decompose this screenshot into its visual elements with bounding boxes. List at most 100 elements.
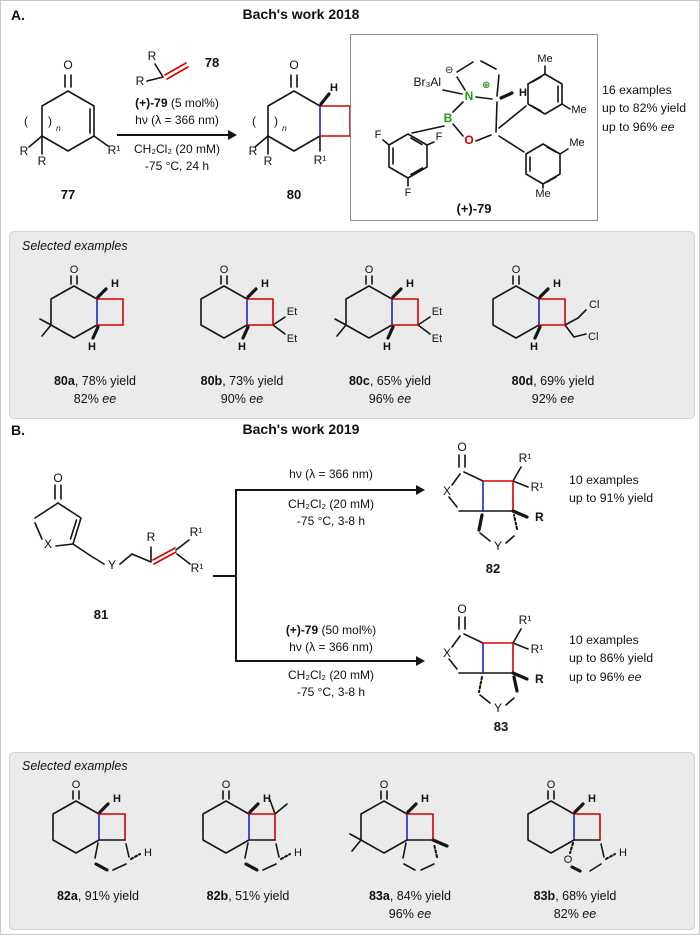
label-82: 82 — [485, 561, 501, 576]
structure-82b: O H H — [202, 779, 302, 872]
structure-80b: O H H Et Et — [200, 264, 297, 353]
ketone-O: O — [547, 779, 556, 791]
reaction-arrow-a — [117, 130, 237, 140]
stereo-H: H — [330, 82, 338, 94]
structure-83a: O H — [349, 779, 449, 871]
aryl-Me: Me — [571, 104, 586, 116]
caption-80c: 80c, 65% yield — [348, 374, 431, 388]
stats-b-bottom-line: up to 86% yield — [569, 651, 654, 666]
conditions-b-catalyst: (+)-79 — [285, 623, 319, 637]
stereo-H: H — [383, 341, 391, 353]
substituent-Cl: Cl — [588, 331, 598, 343]
minus-charge: ⊖ — [445, 65, 453, 76]
substituent-R1: R¹ — [531, 642, 544, 656]
ring-O: O — [564, 854, 573, 866]
label-77: 77 — [60, 187, 76, 202]
structure-81: O X Y R R¹ R¹ — [34, 471, 203, 575]
substituent-Cl: Cl — [589, 299, 599, 311]
ketone-O: O — [70, 264, 79, 276]
substituent-R: R — [147, 530, 156, 544]
bonds — [200, 275, 286, 339]
H-wedge — [499, 91, 514, 100]
stereo-H: H — [553, 278, 561, 290]
substituent-R1: R¹ — [519, 451, 532, 465]
caption-82b: 82b, 51% yield — [206, 889, 290, 903]
section-b-title: Bach's work 2019 — [242, 421, 360, 437]
substituent-Et: Et — [287, 306, 297, 318]
label-79: (+)-79 — [456, 201, 492, 216]
stereo-hash-bond — [568, 841, 575, 855]
structure-78-bonds — [146, 63, 164, 82]
substituent-R: R — [148, 49, 157, 63]
conditions-b-bottom-line1: (+)-79 (50 mol%) — [256, 623, 406, 637]
stereo-H: H — [406, 278, 414, 290]
ring-X: X — [44, 537, 52, 551]
H-hash — [129, 852, 142, 861]
structure-83: O X Y R¹ R¹ R — [443, 602, 544, 715]
cyclobutane-bonds — [248, 813, 276, 841]
plus-charge: ⊕ — [482, 80, 490, 91]
conditions-b-top-line3: -75 °C, 3-8 h — [296, 514, 366, 528]
ketone-O: O — [457, 602, 466, 616]
ring-O: O — [464, 133, 473, 147]
stats-a-line: up to 82% yield — [602, 101, 687, 116]
H-wedge — [319, 92, 331, 106]
stereo-H: H — [619, 847, 627, 859]
ring-paren-left: ( — [252, 114, 256, 128]
ketone-O: O — [365, 264, 374, 276]
cyclobutane-bonds — [391, 298, 419, 326]
conditions-b-top-line1: hν (λ = 366 nm) — [289, 467, 373, 481]
stereo-bold-bond — [477, 513, 484, 532]
aryl-F: F — [375, 129, 382, 141]
structure-83b: O H O H — [527, 779, 627, 873]
branch-connector — [213, 575, 237, 577]
structure-81-bonds — [34, 484, 191, 565]
stats-a-line: up to 96% ee — [602, 119, 675, 134]
reaction-arrow-b-top — [235, 485, 425, 495]
ketone-O: O — [380, 779, 389, 791]
bonds — [334, 275, 431, 339]
stats-b-bottom: 10 examples up to 86% yield up to 96% ee — [569, 631, 653, 686]
conditions-a-line2: hν (λ = 366 nm) — [135, 113, 219, 127]
ring-Y: Y — [494, 701, 502, 715]
R-wedge — [511, 671, 529, 681]
ring-paren-left: ( — [24, 114, 28, 128]
H-wedges — [386, 287, 403, 340]
cyclobutane-bonds — [482, 480, 514, 512]
conditions-b-bottom-line3: CH₂Cl₂ (20 mM) — [288, 668, 374, 682]
aryl-Me: Me — [535, 188, 550, 200]
conditions-b-bottom-line4: -75 °C, 3-8 h — [296, 685, 366, 699]
stats-a-line: 16 examples — [602, 83, 672, 97]
H-wedges — [241, 287, 258, 340]
caption-80d: 80d, 69% yield — [511, 374, 595, 388]
caption-80a-ee: 82% ee — [73, 392, 117, 406]
bonds — [527, 790, 605, 872]
substituent-Et: Et — [287, 333, 297, 345]
stereo-H: H — [294, 847, 302, 859]
substituent-Et: Et — [432, 306, 442, 318]
substituent-R: R — [249, 144, 258, 158]
bonds — [39, 275, 98, 339]
caption-80b-ee: 90% ee — [220, 392, 264, 406]
structure-80a: O H H — [39, 264, 124, 353]
substituent-R: R — [264, 154, 273, 168]
stereo-hash-bond — [512, 513, 519, 531]
stereo-H: H — [111, 278, 119, 290]
substituent-R1: R¹ — [314, 153, 327, 167]
stats-b-top: 10 examples up to 91% yield — [569, 471, 653, 508]
section-a-title: Bach's work 2018 — [242, 6, 360, 22]
ketone-O: O — [220, 264, 229, 276]
stereo-H: H — [263, 793, 271, 805]
structure-80c: O H H Et Et — [334, 264, 442, 353]
H-hash — [279, 852, 292, 861]
cyclobutane-bonds — [319, 105, 351, 137]
H-wedges — [91, 287, 108, 340]
examples-panel-b: Selected examples O H H — [9, 752, 695, 930]
aryl-Me: Me — [537, 53, 552, 65]
substituent-R: R — [535, 672, 544, 686]
stats-b-top-line: 10 examples — [569, 473, 639, 487]
stereo-hash-bond — [477, 675, 484, 694]
H-wedges — [533, 287, 550, 340]
alkene-bond — [152, 547, 177, 565]
caption-83a: 83a, 84% yield — [368, 889, 451, 903]
